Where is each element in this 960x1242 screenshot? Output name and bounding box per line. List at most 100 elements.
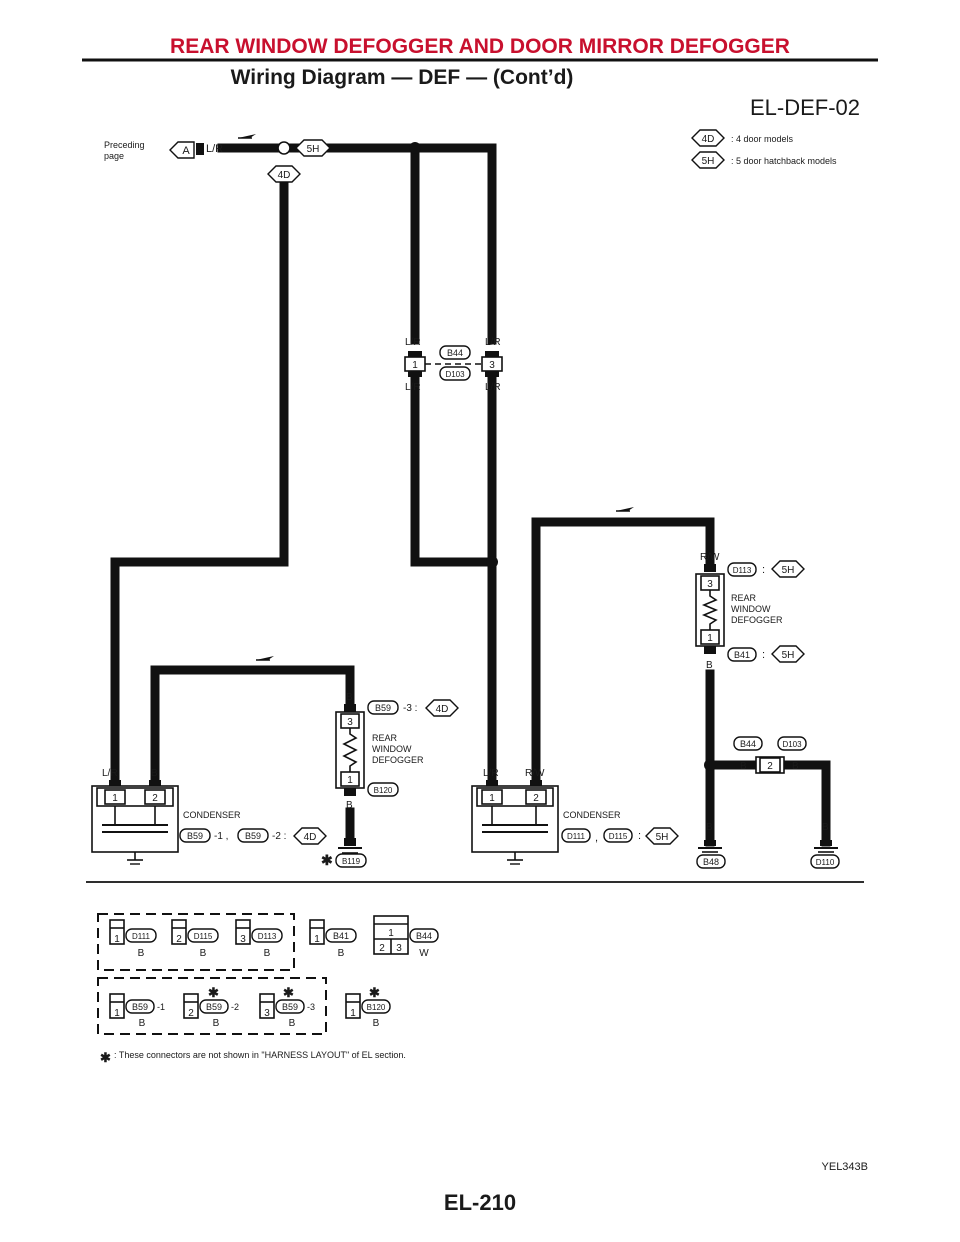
ground-b48-label: B48 [696, 854, 726, 869]
svg-text:5H: 5H [782, 650, 795, 661]
defogger-5h-label-1: REAR [731, 593, 757, 603]
wire-5h-rw [531, 517, 715, 787]
condenser-4d-label: CONDENSER [183, 810, 241, 820]
star-b119: ✱ [321, 852, 333, 868]
svg-text:D111: D111 [132, 932, 150, 941]
svg-text:B59: B59 [375, 703, 391, 713]
defogger-5h-label-3: DEFOGGER [731, 615, 783, 625]
preceding-label-2: page [104, 151, 124, 161]
svg-text:4D: 4D [278, 170, 291, 181]
preceding-terminal [196, 143, 204, 155]
connector-group-1 [97, 913, 295, 971]
wire-4d-lr [110, 173, 289, 787]
model-4d-condenser: 4D [293, 827, 327, 845]
wire-label-rw-condenser-5h: R/W [525, 768, 545, 779]
svg-text:-3: -3 [307, 1002, 315, 1012]
colon-b41: : [762, 649, 765, 661]
conn-table-b120: 1 ✱ B120 B [345, 985, 391, 1029]
wire-label-b-condenser-4d: B [151, 768, 158, 779]
svg-text:B: B [213, 1018, 220, 1029]
preceding-connector-a: A [169, 141, 195, 159]
svg-text:2: 2 [176, 934, 182, 945]
svg-text:4D: 4D [304, 832, 317, 843]
connector-group-2 [97, 977, 327, 1035]
condenser-4d-pin-1: 1 [112, 793, 118, 804]
wire-label-lr-condenser-4d: L/R [102, 768, 118, 779]
model-5h-condenser: 5H [645, 827, 679, 845]
svg-text:B120: B120 [367, 1003, 386, 1012]
svg-text:B59: B59 [282, 1002, 298, 1012]
branch-label-4d: 4D [267, 165, 301, 183]
preceding-label-1: Preceding [104, 140, 145, 150]
wire-label-lr-4: L/R [485, 382, 501, 393]
defogger-4d-pin-3: 3 [347, 717, 353, 728]
condenser-4d-pin-2: 2 [152, 793, 158, 804]
figure-code: YEL343B [822, 1161, 868, 1173]
connector-b44-pin2-label: B44 [733, 736, 763, 751]
svg-text:1: 1 [114, 1008, 120, 1019]
svg-text:D113: D113 [733, 566, 752, 575]
conn-table-b59-3: 3 ✱ B59 -3 B [259, 985, 315, 1029]
wire-label-lr-condenser-5h: L/R [483, 768, 499, 779]
flow-arrow-rw [616, 507, 634, 512]
condenser-5h-label: CONDENSER [563, 810, 621, 820]
b59-3-suffix: -3 : [403, 703, 417, 714]
wire-label-b-defogger-4d-top: B [346, 692, 353, 703]
svg-text:D115: D115 [194, 932, 213, 941]
svg-text:B44: B44 [740, 739, 756, 749]
svg-text:B41: B41 [734, 650, 750, 660]
defogger-5h-label-2: WINDOW [731, 604, 771, 614]
branch-label-5h: 5H [295, 139, 331, 157]
defogger-5h-pin-1: 1 [707, 633, 713, 644]
model-5h-defogger-bottom: 5H [771, 645, 805, 663]
svg-text:-1: -1 [157, 1002, 165, 1012]
svg-text:B: B [338, 948, 345, 959]
wire-label-b-d110: B [822, 822, 829, 833]
svg-text:5H: 5H [702, 156, 715, 167]
wire-top-lr [217, 143, 497, 345]
splice-mid [486, 556, 498, 568]
page-number: EL-210 [444, 1190, 516, 1215]
svg-text:D103: D103 [782, 740, 802, 749]
conn-table-b59-2: 2 ✱ B59 -2 B [183, 985, 239, 1029]
star-b59-3: ✱ [283, 985, 294, 1000]
connector-b41-label: B41 [727, 647, 757, 662]
svg-text:D115: D115 [609, 832, 628, 841]
wire-label-b-defogger-5h: B [706, 660, 713, 671]
connector-d103-label: D103 [439, 366, 471, 381]
svg-text:W: W [419, 948, 429, 959]
wire-4d-b-condenser [150, 665, 355, 787]
ground-d110 [814, 840, 838, 853]
page-header-title: REAR WINDOW DEFOGGER AND DOOR MIRROR DEF… [170, 35, 790, 58]
svg-text:1: 1 [114, 934, 120, 945]
svg-text:B59: B59 [132, 1002, 148, 1012]
defogger-4d-label-3: DEFOGGER [372, 755, 424, 765]
condenser-4d-connector-b59-1: B59 [179, 828, 211, 843]
defogger-4d-pin-1: 1 [347, 775, 353, 786]
connector-b120-label: B120 [367, 782, 399, 797]
condenser-5h-comma: , [595, 832, 598, 844]
svg-text:3: 3 [396, 943, 402, 954]
condenser-5h-colon: : [638, 830, 641, 842]
svg-text:B: B [289, 1018, 296, 1029]
svg-text:3: 3 [489, 360, 495, 371]
conn-table-d111: 1 D111 B [109, 919, 157, 959]
ground-b119 [338, 838, 362, 854]
svg-text:D113: D113 [258, 932, 277, 941]
ground-b119-label: B119 [335, 853, 367, 868]
svg-text:D103: D103 [445, 370, 465, 379]
svg-text:: 5 door hatchback models: : 5 door hatchback models [731, 156, 837, 166]
flow-arrow-top [238, 134, 256, 139]
svg-text:B: B [373, 1018, 380, 1029]
ground-b48 [698, 840, 722, 853]
connector-d113-label: D113 [727, 562, 757, 577]
condenser-5h-pin-1: 1 [489, 793, 495, 804]
model-branch-point [277, 141, 291, 155]
wire-b44-lr-lower [410, 373, 497, 567]
svg-text:1: 1 [388, 928, 394, 939]
svg-text:B120: B120 [374, 786, 393, 795]
note-star: ✱ [100, 1050, 111, 1065]
svg-text:B48: B48 [703, 857, 719, 867]
svg-text:5H: 5H [782, 565, 795, 576]
